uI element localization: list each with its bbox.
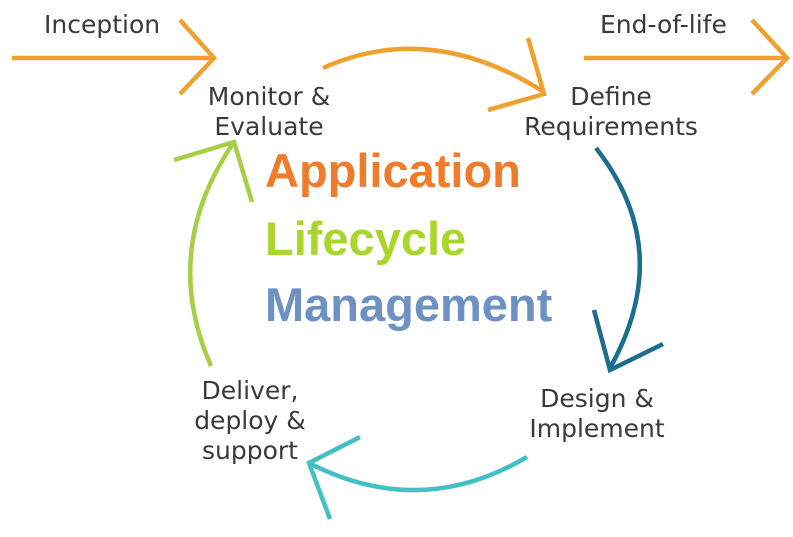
monitor-evaluate-label: Monitor & Evaluate	[196, 82, 342, 142]
design-line-2: Implement	[529, 414, 665, 443]
title-application: Application	[265, 144, 521, 197]
define-line-1: Define	[570, 82, 652, 111]
define-requirements-label: Define Requirements	[516, 82, 706, 142]
title-management: Management	[265, 278, 553, 331]
define-to-design-arrow	[591, 146, 664, 374]
monitor-line-2: Evaluate	[214, 112, 324, 141]
monitor-to-define-arrow	[322, 37, 547, 113]
inception-label: Inception	[44, 10, 161, 39]
deliver-deploy-support-label: Deliver, deploy & support	[182, 376, 318, 466]
deliver-line-3: support	[202, 436, 298, 465]
design-line-1: Design &	[540, 384, 654, 413]
monitor-line-1: Monitor &	[207, 82, 331, 111]
end-of-life-label: End-of-life	[600, 10, 727, 39]
end-of-life-arrow	[584, 18, 791, 96]
deliver-line-2: deploy &	[194, 406, 306, 435]
design-to-deliver-arrow	[306, 434, 529, 520]
deliver-to-monitor-arrow	[173, 139, 255, 367]
inception-arrow	[12, 18, 218, 96]
deliver-line-1: Deliver,	[201, 376, 299, 405]
title-lifecycle: Lifecycle	[265, 212, 467, 265]
define-line-2: Requirements	[524, 112, 698, 141]
design-implement-label: Design & Implement	[522, 384, 672, 444]
